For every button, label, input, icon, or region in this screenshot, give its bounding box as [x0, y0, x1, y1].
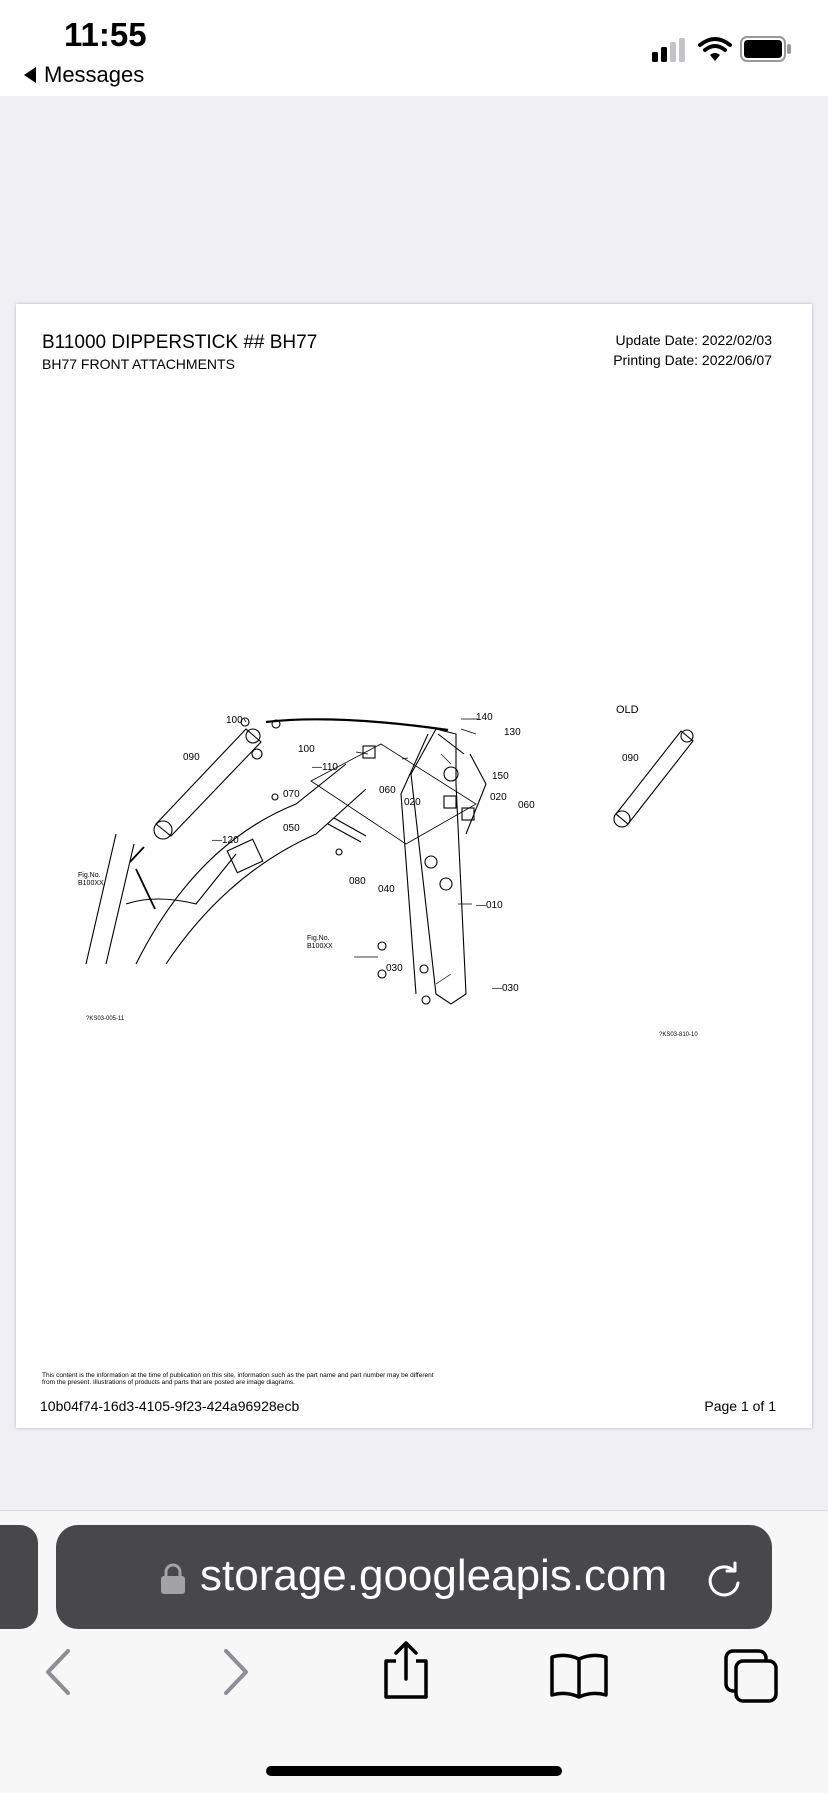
chevron-right-icon[interactable]: [218, 1645, 254, 1699]
label-100-b: 100: [298, 744, 315, 755]
status-bar: 11:55 Messages: [0, 0, 828, 96]
cellular-signal-icon: [652, 38, 685, 62]
disclaimer: This content is the information at the t…: [42, 1372, 434, 1386]
fig-ref-2: Fig.No.: [307, 935, 330, 942]
address-bar[interactable]: storage.googleapis.com: [56, 1525, 772, 1629]
battery-icon: [740, 36, 791, 62]
label-130: 130: [504, 727, 521, 738]
document-title: B11000 DIPPERSTICK ## BH77: [42, 332, 318, 353]
label-150: 150: [492, 771, 509, 782]
url-text: storage.googleapis.com: [200, 1551, 668, 1600]
label-100-a: 100: [226, 715, 243, 726]
chevron-left-icon[interactable]: [40, 1645, 76, 1699]
label-090-old: 090: [622, 753, 639, 764]
back-triangle-icon: [24, 67, 36, 83]
label-070: 070: [283, 789, 300, 800]
parts-diagram: 100 090 100 —110 070 050 060 020 —120 08…: [78, 704, 698, 1038]
label-060-a: 060: [379, 785, 396, 796]
lock-icon: [161, 1563, 185, 1594]
label-080: 080: [349, 876, 366, 887]
label-old: OLD: [616, 704, 639, 716]
label-140: 140: [476, 712, 493, 723]
back-label: Messages: [44, 62, 145, 87]
wifi-icon: [698, 37, 732, 61]
label-020-a: 020: [404, 797, 421, 808]
label-120: —120: [212, 835, 239, 846]
label-030-b: —030: [492, 983, 519, 994]
previous-tab-card[interactable]: [0, 1525, 38, 1629]
status-time: 11:55: [64, 16, 147, 53]
printing-date: Printing Date: 2022/06/07: [613, 352, 772, 368]
code-right: ?KS03-810-10: [659, 1032, 698, 1038]
page-content[interactable]: B11000 DIPPERSTICK ## BH77 BH77 FRONT AT…: [0, 96, 828, 1510]
fig-ref-1b: B100XX: [78, 880, 104, 887]
book-icon[interactable]: [548, 1651, 610, 1699]
label-090: 090: [183, 752, 200, 763]
label-050: 050: [283, 823, 300, 834]
label-060-b: 060: [518, 800, 535, 811]
browser-toolbar: storage.googleapis.com: [0, 1510, 828, 1793]
fig-ref-1: Fig.No.: [78, 872, 101, 879]
fig-ref-2b: B100XX: [307, 943, 333, 950]
update-date: Update Date: 2022/02/03: [615, 332, 772, 348]
home-indicator: [266, 1766, 562, 1776]
document-id: 10b04f74-16d3-4105-9f23-424a96928ecb: [40, 1398, 300, 1414]
label-030-a: 030: [386, 963, 403, 974]
document-subtitle: BH77 FRONT ATTACHMENTS: [42, 356, 235, 372]
label-110: —110: [312, 762, 338, 773]
page-indicator: Page 1 of 1: [704, 1398, 776, 1414]
reload-icon[interactable]: [704, 1561, 744, 1601]
code-left: ?KS03-005-11: [86, 1016, 125, 1022]
label-020-b: 020: [490, 792, 507, 803]
label-040: 040: [378, 884, 395, 895]
back-to-messages[interactable]: Messages: [24, 62, 144, 88]
label-010: —010: [476, 900, 503, 911]
share-icon[interactable]: [380, 1639, 432, 1703]
tabs-icon[interactable]: [722, 1647, 780, 1705]
pdf-document: B11000 DIPPERSTICK ## BH77 BH77 FRONT AT…: [16, 304, 812, 1428]
